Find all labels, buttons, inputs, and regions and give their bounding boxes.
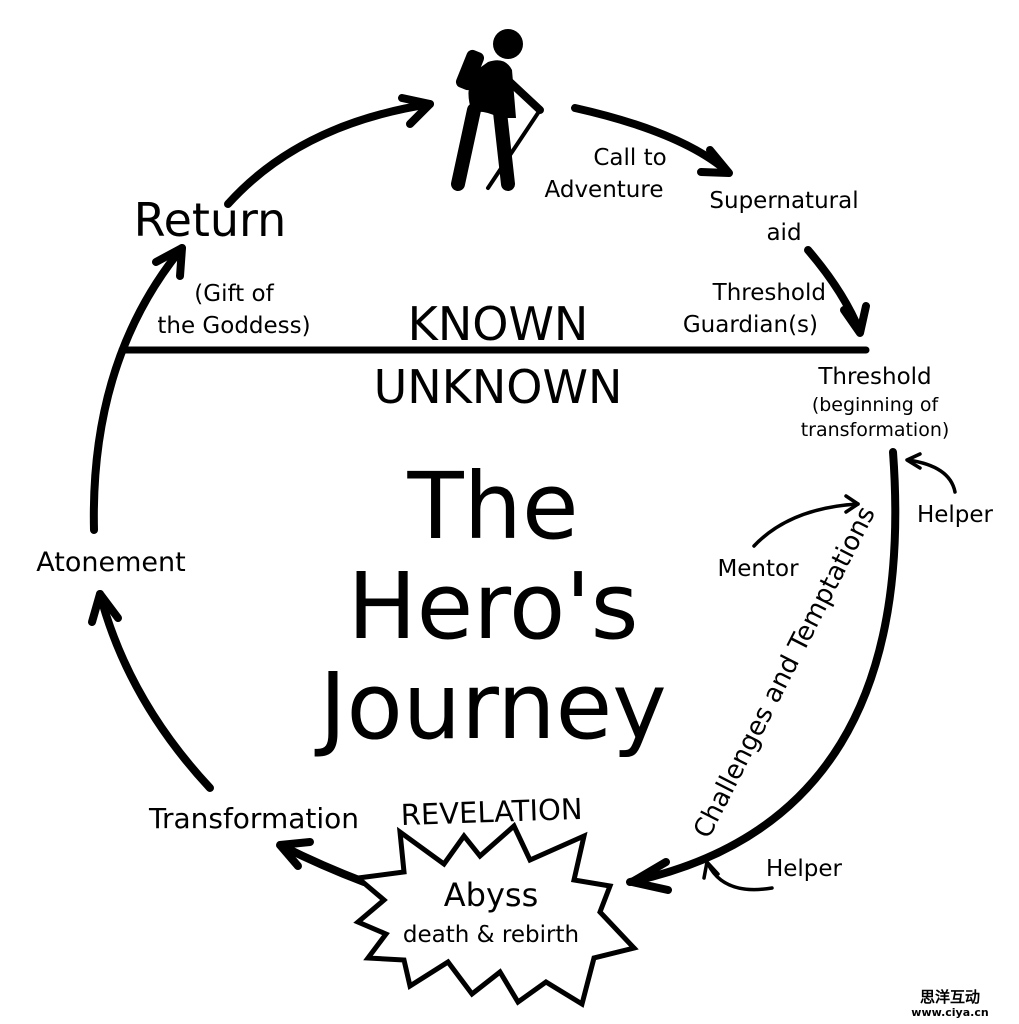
arrow-transformation-to-atonement-head (88, 590, 122, 626)
label-challenges: Challenges and Temptations (688, 502, 882, 843)
label-abyss-sub: death & rebirth (403, 922, 579, 948)
label-aid-line2: aid (766, 220, 801, 246)
label-threshold-sub1: (beginning of (812, 394, 940, 416)
arrow-abyss-to-transformation-head (276, 838, 314, 870)
label-call-line1: Call to (593, 145, 666, 171)
arrow-helper-top-head (905, 452, 922, 470)
arrow-challenges-head (628, 858, 672, 894)
arrow-transformation-to-atonement (96, 590, 214, 792)
label-helper-top: Helper (917, 502, 994, 528)
arrow-mentor (752, 502, 860, 548)
watermark-cn: 思洋互动 (920, 988, 980, 1006)
label-helper-bottom: Helper (766, 856, 843, 882)
watermark-url: www.ciya.cn (911, 1006, 988, 1019)
arrow-aid-to-threshold-head (840, 302, 870, 337)
label-unknown: UNKNOWN (374, 360, 623, 414)
arrow-atonement-to-return (89, 244, 186, 534)
label-aid-line1: Supernatural (709, 188, 858, 214)
arrow-call-to-aid-head (697, 146, 733, 177)
label-abyss: Abyss (444, 876, 538, 914)
arrow-atonement-to-return-head (152, 244, 186, 280)
arrow-challenges (626, 448, 900, 886)
arrow-mentor-head (844, 494, 860, 514)
label-transformation: Transformation (148, 802, 359, 835)
starburst-icon (352, 821, 639, 1008)
label-guardian-line2: Guardian(s) (683, 312, 818, 338)
arrow-helper-bottom (706, 862, 774, 892)
arrow-helper-top (906, 458, 957, 494)
arrow-helper-bottom-head (702, 860, 720, 880)
page-title-line1: The (406, 453, 578, 560)
label-gift-line2: the Goddess) (157, 313, 310, 339)
label-known: KNOWN (408, 297, 589, 351)
page-title-line2: Hero's (347, 553, 638, 660)
label-gift-line1: (Gift of (194, 281, 274, 307)
label-threshold: Threshold (817, 364, 931, 390)
arrow-return-to-hero-head (398, 94, 434, 128)
label-revelation: REVELATION (400, 792, 583, 832)
page-title-line3: Journey (314, 653, 666, 760)
label-return: Return (134, 193, 287, 247)
label-threshold-sub2: transformation) (801, 419, 950, 441)
hiker-icon (451, 29, 544, 191)
label-guardian-line1: Threshold (712, 280, 826, 306)
label-call-line2: Adventure (545, 177, 664, 203)
arrow-return-to-hero (224, 100, 434, 208)
label-mentor: Mentor (717, 556, 799, 582)
label-atonement: Atonement (36, 547, 185, 578)
